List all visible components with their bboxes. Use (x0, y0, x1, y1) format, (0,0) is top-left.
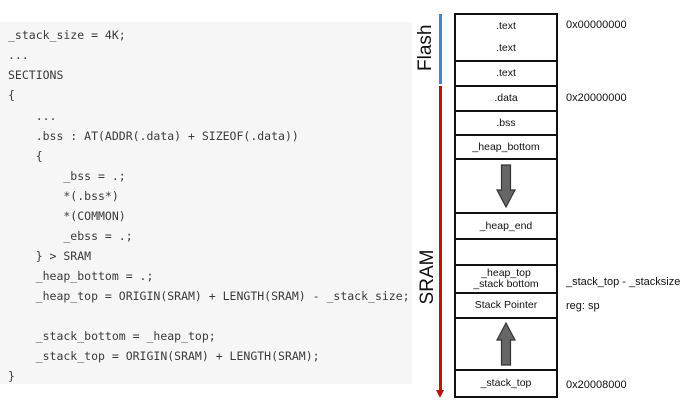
memory-cell-label: .text (496, 42, 516, 54)
memory-cell-label: _heap_bottom (472, 140, 540, 153)
code-line: ... (8, 48, 29, 62)
address-sram-end: 0x20008000 (566, 379, 627, 391)
memory-cell-heap-growth (454, 160, 558, 214)
memory-cell-heap-top: _heap_top _stack bottom (454, 266, 558, 294)
code-line: ... (8, 109, 57, 123)
sram-region-label: SRAM (417, 249, 438, 305)
code-line: _ebss = .; (8, 229, 133, 243)
memory-cell-label: .data (494, 92, 518, 104)
address-flash-start: 0x00000000 (566, 19, 627, 31)
annotation-stack-limit: _stack_top - _stacksize (566, 276, 681, 288)
memory-cell-free (454, 240, 558, 266)
memory-cell-label: .text (496, 19, 516, 32)
code-line: _stack_top = ORIGIN(SRAM) + LENGTH(SRAM)… (8, 349, 320, 363)
arrow-down-icon (496, 164, 516, 208)
memory-cell-text: .text (454, 62, 558, 87)
code-line: { (8, 149, 43, 163)
linker-script-panel: _stack_size = 4K; ... SECTIONS { ... .bs… (0, 22, 412, 384)
code-line: _heap_top = ORIGIN(SRAM) + LENGTH(SRAM) … (8, 289, 410, 303)
annotation-stack-register: reg: sp (566, 300, 600, 312)
code-line: } > SRAM (8, 249, 92, 263)
code-line: *(.bss*) (8, 189, 119, 203)
code-line: SECTIONS (8, 68, 64, 82)
memory-cell-label: _heap_end (479, 219, 533, 232)
memory-cell-stack-growth (454, 319, 558, 371)
memory-cell-bss: .bss (454, 112, 558, 136)
flash-region-label: Flash (415, 24, 436, 71)
code-line: } (8, 369, 15, 383)
arrow-up-icon (496, 322, 516, 366)
memory-cell-label-secondary: _stack bottom (473, 278, 539, 290)
address-sram-start: 0x20000000 (566, 92, 627, 104)
memory-cell-stack-pointer: Stack Pointer (454, 294, 558, 319)
code-line: _heap_bottom = .; (8, 269, 154, 283)
code-line: .bss : AT(ADDR(.data) + SIZEOF(.data)) (8, 129, 299, 143)
memory-cell-label: _heap_top (481, 267, 531, 279)
sram-region-bar (439, 86, 442, 390)
memory-cell-text: .text (454, 37, 558, 62)
code-line: _stack_size = 4K; (8, 28, 126, 42)
sram-arrow-head-icon (436, 390, 444, 398)
code-line: _bss = .; (8, 169, 126, 183)
code-line: *(COMMON) (8, 209, 126, 223)
memory-cell-label: _stack_top (480, 377, 532, 389)
memory-cell-stack-top: _stack_top (454, 371, 558, 398)
memory-cell-text: .text (454, 13, 558, 39)
flash-region-bar (439, 14, 442, 84)
memory-map: .text .text .text .data .bss _heap_botto… (454, 0, 558, 412)
memory-cell-heap-end: _heap_end (454, 214, 558, 240)
memory-cell-label: .text (496, 67, 516, 79)
memory-cell-heap-bottom: _heap_bottom (454, 136, 558, 160)
memory-cell-data: .data (454, 87, 558, 112)
code-line: { (8, 88, 15, 102)
memory-cell-label: .bss (496, 116, 516, 129)
code-line: _stack_bottom = _heap_top; (8, 329, 216, 343)
memory-cell-label: Stack Pointer (474, 299, 538, 311)
